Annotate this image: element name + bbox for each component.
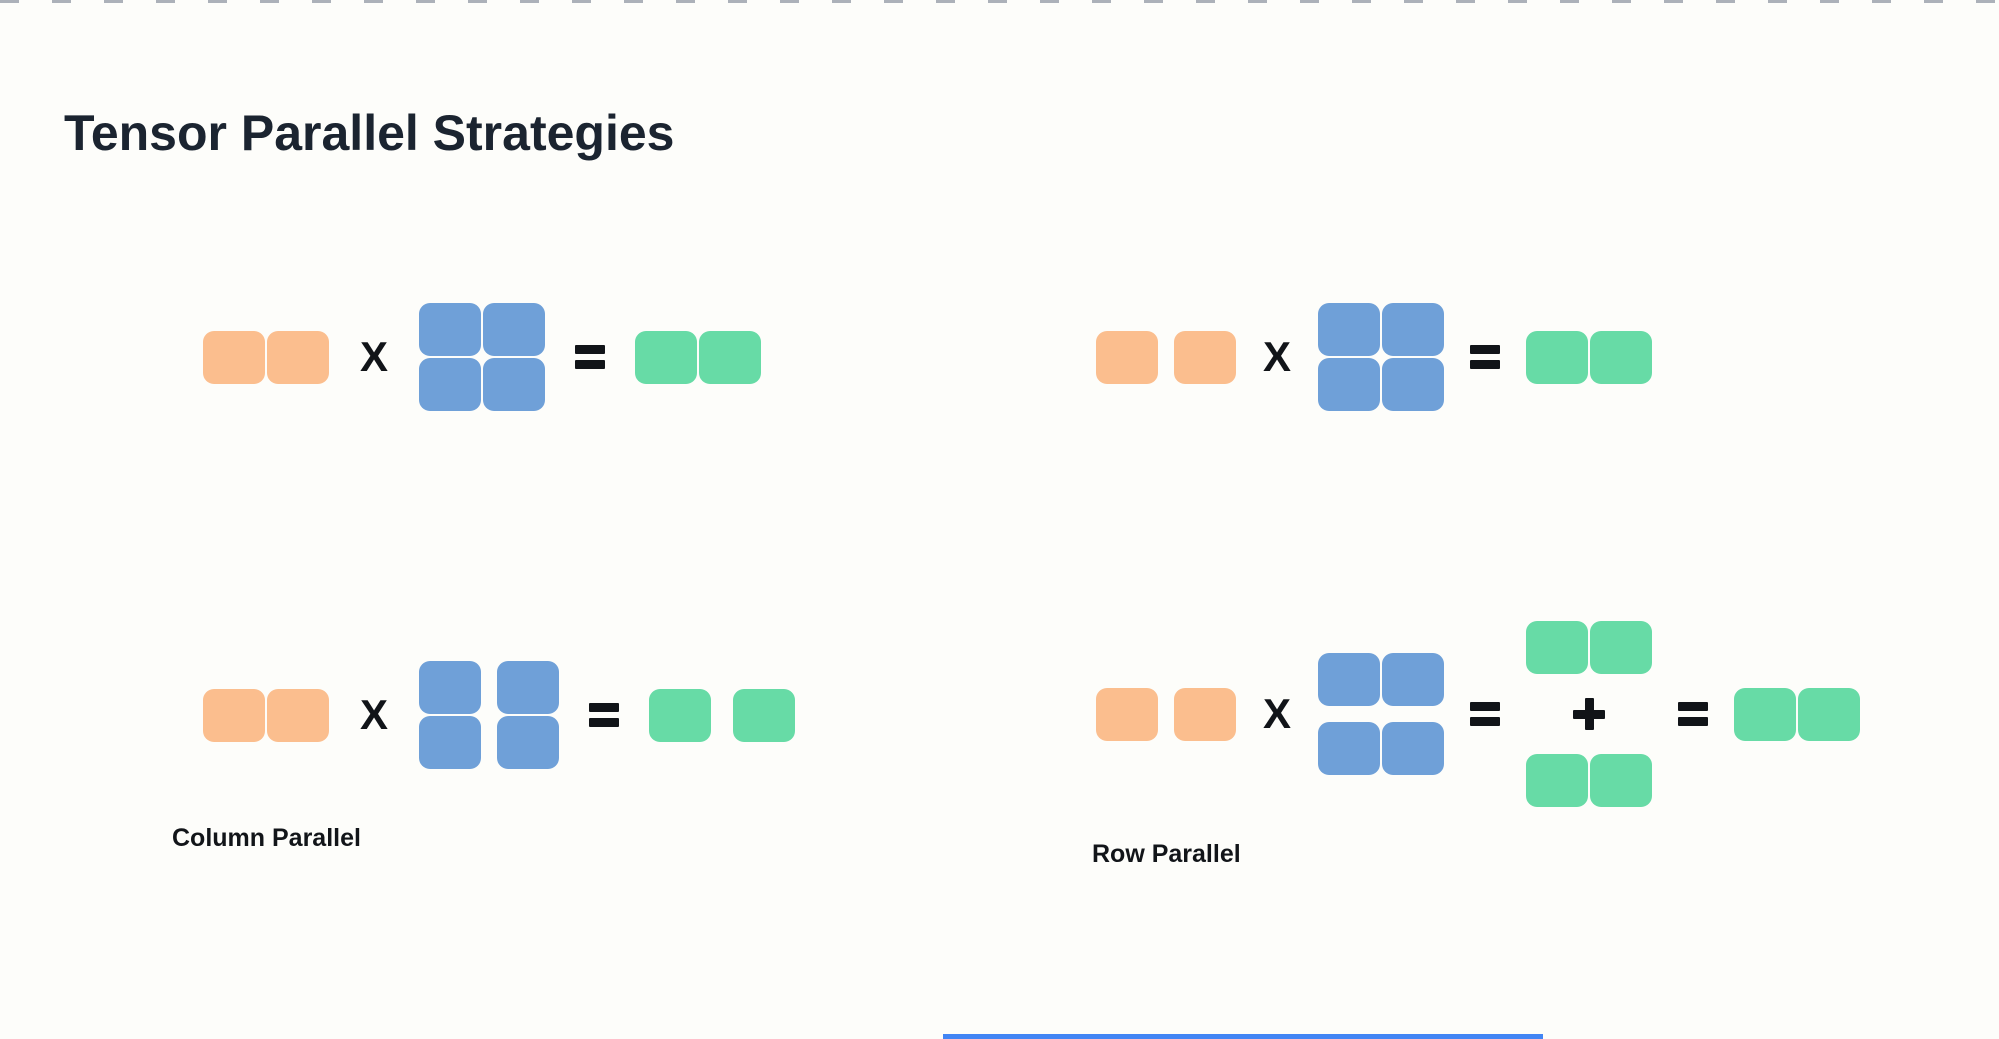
plus-operator: [1573, 698, 1605, 730]
partial-output-vector: [1526, 754, 1652, 807]
weight-block: [1318, 358, 1380, 411]
weight-block: [419, 716, 481, 769]
weight-block: [497, 716, 559, 769]
input-vector-split: [1096, 687, 1236, 741]
equals-operator: [575, 345, 605, 369]
output-block: [635, 330, 697, 384]
output-block: [733, 688, 795, 742]
output-block: [1526, 754, 1588, 807]
output-block: [649, 688, 711, 742]
weight-block: [1382, 653, 1444, 706]
equals-operator: [1470, 345, 1500, 369]
weight-block: [419, 358, 481, 411]
weight-block: [1318, 653, 1380, 706]
frame-dashed-border-top: [0, 0, 1999, 3]
multiply-operator: X: [1262, 690, 1291, 737]
input-vector: [203, 330, 329, 384]
input-block: [1096, 687, 1158, 741]
weight-block: [1318, 303, 1380, 356]
diagram-row-parallel: X: [1096, 620, 1860, 808]
output-vector: [1526, 330, 1652, 384]
weight-block: [1318, 722, 1380, 775]
equals-operator: [1470, 702, 1500, 726]
output-vector-split: [649, 688, 795, 742]
row-parallel-label: Row Parallel: [1092, 840, 1241, 868]
weight-matrix-row-split: [1318, 653, 1444, 775]
input-block: [267, 688, 329, 742]
weight-block: [419, 303, 481, 356]
diagram-baseline-left: X: [203, 303, 761, 411]
output-block: [1526, 621, 1588, 674]
multiply-operator: X: [359, 333, 388, 380]
diagram-column-parallel: X: [203, 661, 795, 769]
weight-matrix: [419, 303, 545, 411]
input-block: [203, 688, 265, 742]
input-vector: [203, 688, 329, 742]
weight-block: [1382, 722, 1444, 775]
page-title: Tensor Parallel Strategies: [64, 104, 675, 161]
output-block: [1590, 754, 1652, 807]
diagram-baseline-right: X: [1096, 303, 1652, 411]
multiply-operator: X: [359, 691, 388, 738]
weight-block: [497, 661, 559, 714]
bottom-blue-bar: [943, 1034, 1543, 1039]
output-vector: [635, 330, 761, 384]
equals-operator: [1678, 702, 1708, 726]
multiply-operator: X: [1262, 333, 1291, 380]
input-vector-split: [1096, 330, 1236, 384]
partial-output-vector: [1526, 621, 1652, 674]
weight-block: [419, 661, 481, 714]
weight-matrix: [1318, 303, 1444, 411]
output-block: [1798, 687, 1860, 741]
input-block: [267, 330, 329, 384]
input-block: [203, 330, 265, 384]
output-block: [1590, 621, 1652, 674]
input-block: [1096, 330, 1158, 384]
output-block: [699, 330, 761, 384]
input-block: [1174, 687, 1236, 741]
partial-output-stack: [1526, 621, 1652, 807]
output-block: [1526, 330, 1588, 384]
final-output-vector: [1734, 687, 1860, 741]
output-block: [1590, 330, 1652, 384]
weight-block: [1382, 358, 1444, 411]
weight-matrix-column-split: [419, 661, 559, 769]
weight-block: [1382, 303, 1444, 356]
output-block: [1734, 687, 1796, 741]
input-block: [1174, 330, 1236, 384]
column-parallel-label: Column Parallel: [172, 824, 361, 852]
equals-operator: [589, 703, 619, 727]
weight-block: [483, 358, 545, 411]
weight-block: [483, 303, 545, 356]
